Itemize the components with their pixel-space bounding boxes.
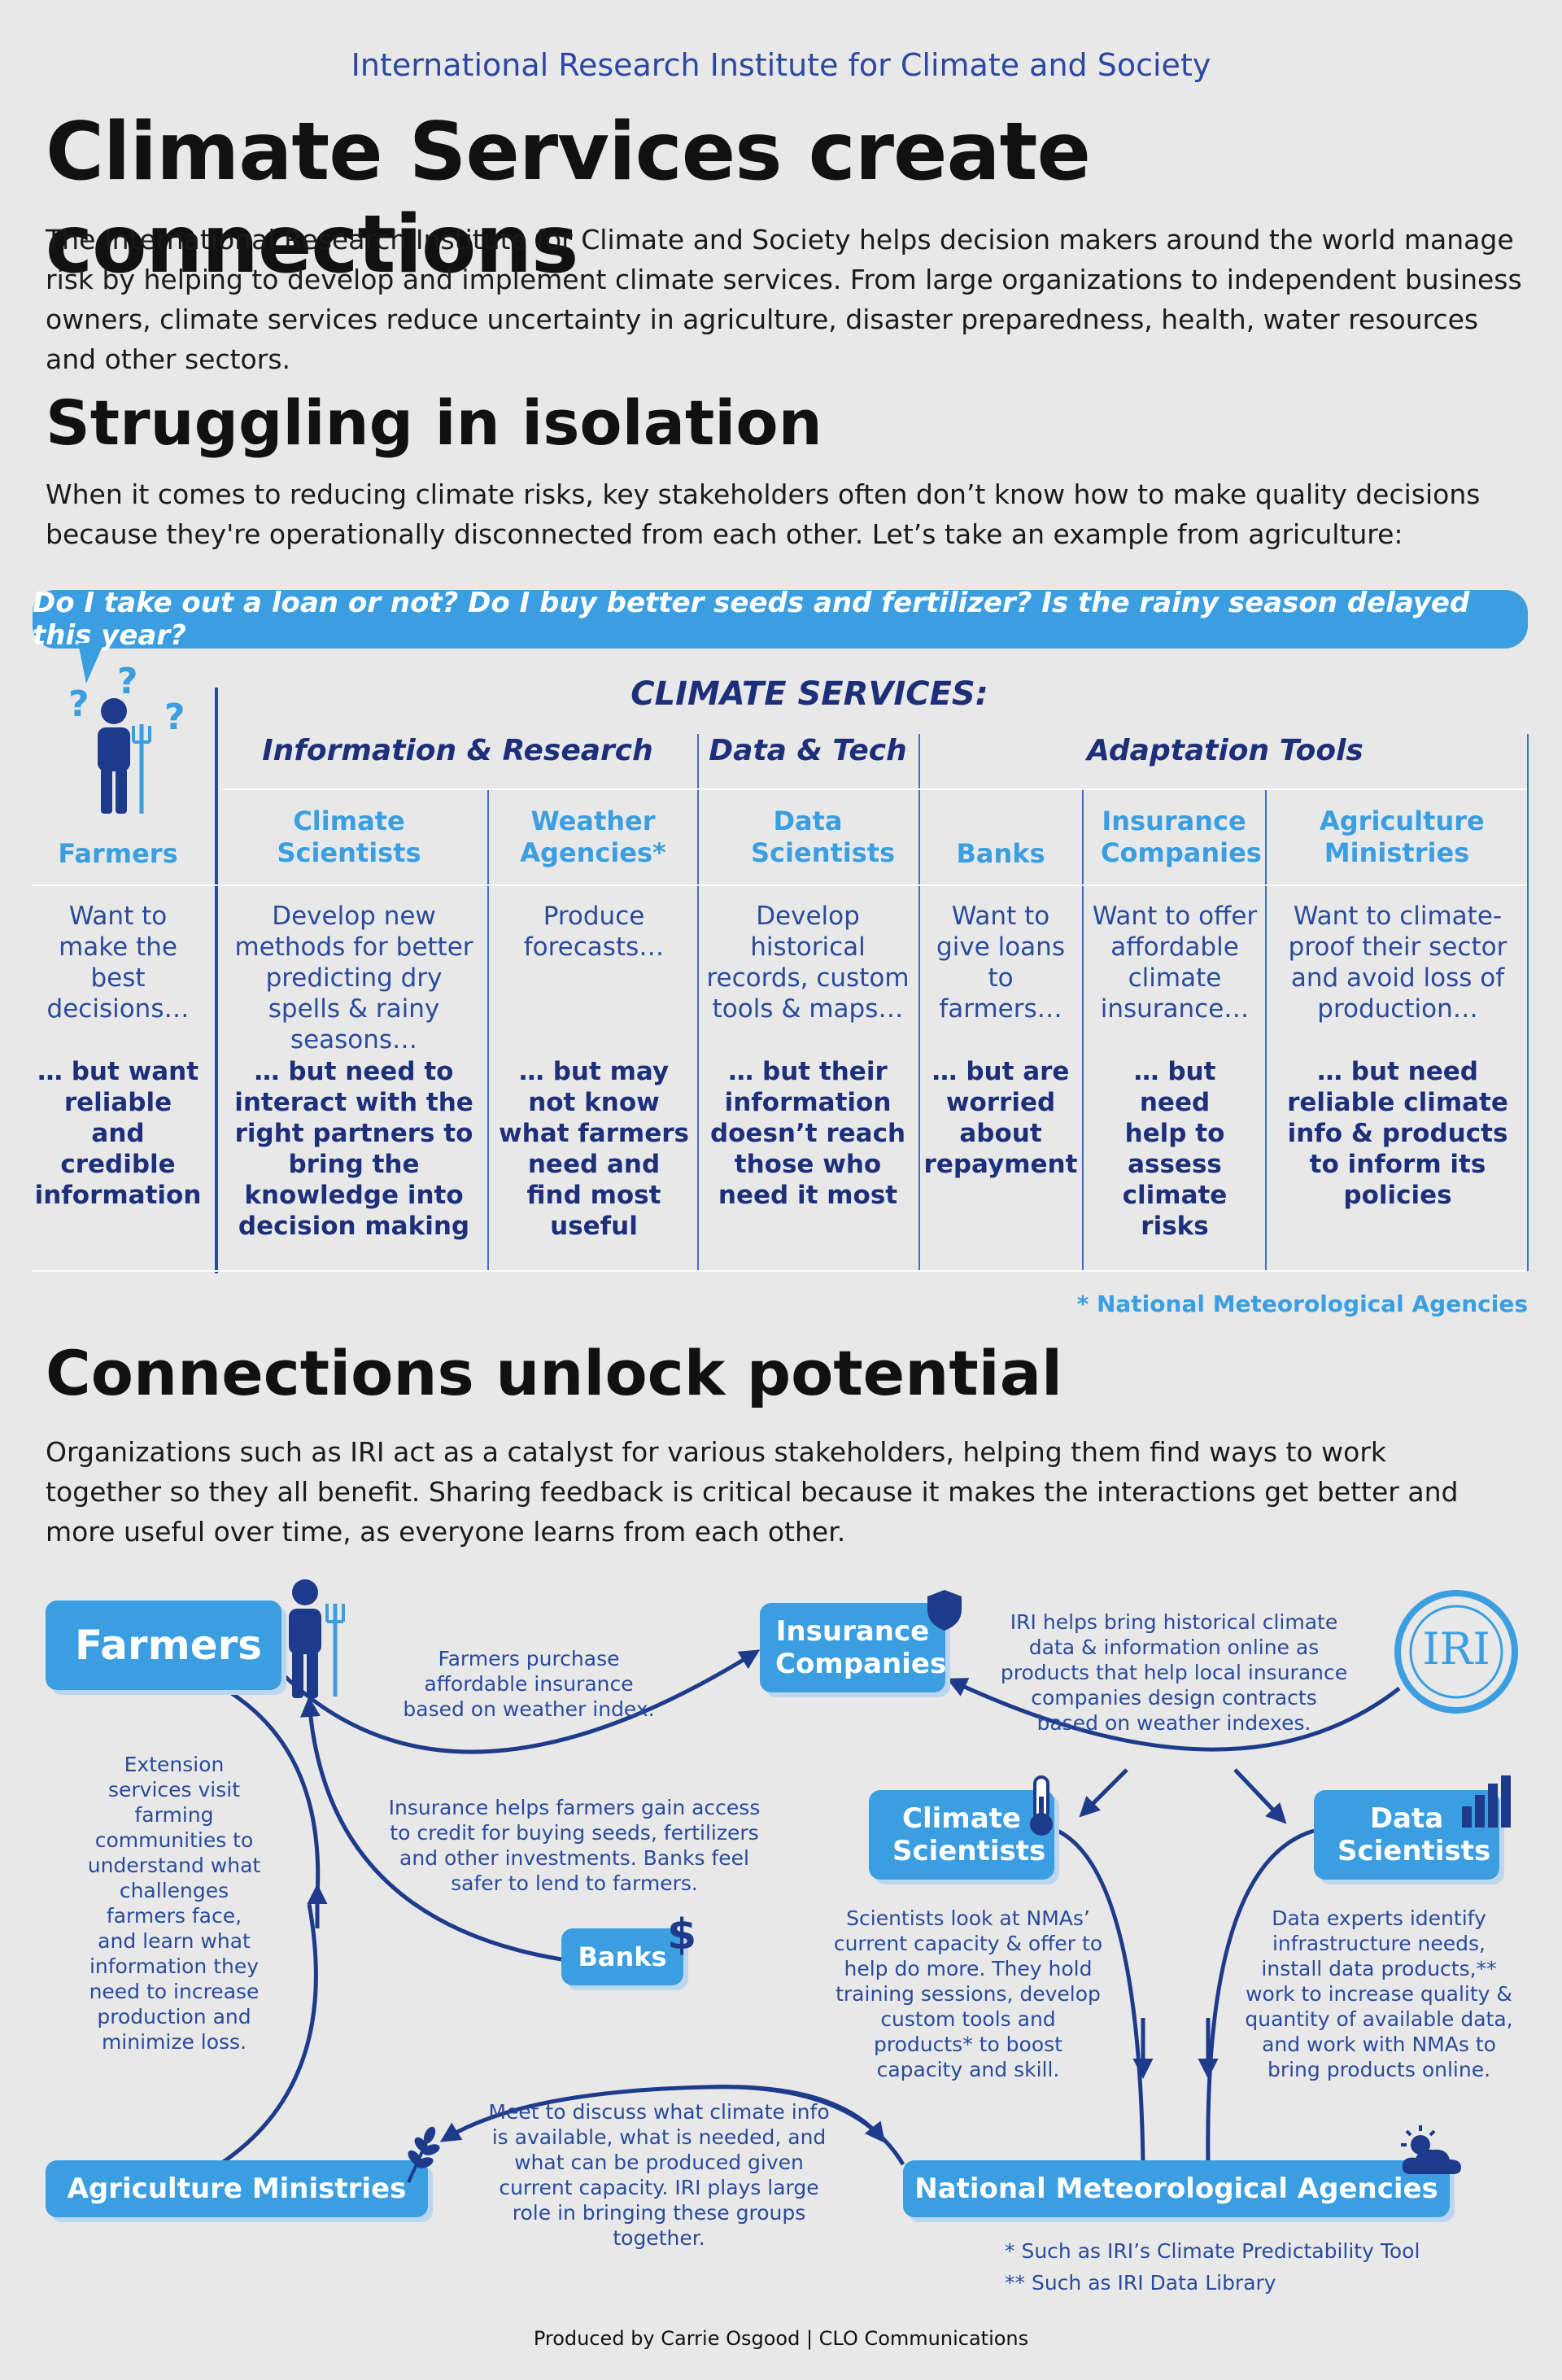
col-head-ag-ministries-label: Agriculture Ministries [1320,806,1485,868]
ag-ministries-want: Want to climate-proof their sector and a… [1288,902,1507,1024]
credit-line: Produced by Carrie Osgood | CLO Communic… [533,2327,1029,2350]
svg-text:?: ? [117,661,138,702]
node-nmas: National Meteorological Agencies [903,2160,1450,2217]
category-adaptation-tools: Adaptation Tools [1087,734,1363,767]
note-insurance-banks: Insurance helps farmers gain access to c… [388,1796,761,1895]
note-iri-insurance: IRI helps bring historical climate data … [1000,1610,1348,1735]
node-banks-label: Banks [578,1941,667,1972]
col-head-banks: Banks [956,838,1045,869]
note-meet: Meet to discuss what climate info is ava… [488,2100,830,2250]
intro-paragraph: The International Research Institute for… [46,224,1522,375]
note-data-nmas: Data experts identify infrastructure nee… [1245,1906,1513,2081]
question-bubble: Do I take out a loan or not? Do I buy be… [33,587,1528,652]
note-scientists-nmas: Scientists look at NMAs’ current capacit… [833,1906,1103,2081]
connections-paragraph: Organizations such as IRI act as a catal… [46,1436,1459,1548]
isolation-paragraph: When it comes to reducing climate risks,… [46,478,1481,550]
iri-logo-icon [1394,1590,1518,1714]
farmers-want: Want to make the best decisions… [46,902,190,1024]
category-information-research: Information & Research [262,734,653,767]
node-banks: Banks [561,1928,683,1985]
thermometer-icon [1030,1775,1053,1836]
col-head-climate-scientists-label: Climate Scientists [277,806,421,868]
node-insurance: Insurance Companies [760,1603,947,1692]
category-data-tech: Data & Tech [709,734,907,767]
head-rule [33,884,1527,886]
wheat-icon [407,2126,440,2183]
connections-heading: Connections unlock potential [46,1337,1063,1409]
footnote-cpt: * Such as IRI’s Climate Predictability T… [1005,2239,1420,2263]
col-head-farmers: Farmers [58,838,178,869]
farmer-icon [289,1579,345,1698]
node-data-scientists: Data Scientists [1314,1790,1499,1880]
col-head-ag-ministries: Agriculture Ministries [1269,806,1525,869]
divider-ministries [1265,789,1267,1271]
bottom-rule [33,1270,1527,1272]
iri-logo-text: IRI [1422,1623,1490,1675]
question-text: Do I take out a loan or not? Do I buy be… [33,587,1470,652]
divider-weather [487,789,489,1271]
footnote-data-library: ** Such as IRI Data Library [1005,2271,1276,2295]
isolation-heading: Struggling in isolation [46,386,822,459]
col-head-weather-agencies-label: Weather Agencies* [520,806,666,868]
climate-services-label: CLIMATE SERVICES: [630,675,988,713]
shield-icon [927,1590,962,1631]
svg-text:?: ? [164,697,185,738]
banks-want: Want to give loans to farmers… [936,902,1065,1024]
divider-right [1527,734,1529,1271]
col-head-data-scientists: Data Scientists [701,806,914,869]
organization-name: International Research Institute for Cli… [351,47,1211,83]
node-ag-ministries: Agriculture Ministries [46,2160,428,2217]
node-farmers: Farmers [46,1600,281,1690]
dollar-icon: $ [667,1911,697,1959]
data-scientists-but: … but their information doesn’t reach th… [709,1057,906,1210]
farmers-but: … but want reliable and credible informa… [34,1057,202,1210]
col-head-weather-agencies: Weather Agencies* [491,806,695,869]
weather-agencies-want: Produce forecasts… [523,902,665,962]
node-ag-ministries-label: Agriculture Ministries [67,2173,407,2205]
divider-data-tech [697,734,699,1271]
sun-cloud-icon [1401,2125,1461,2174]
col-head-insurance: Insurance Companies [1086,806,1262,869]
insurance-but: … but need help to assess climate risks [1122,1057,1228,1241]
col-head-climate-scientists: Climate Scientists [223,806,475,869]
ag-ministries-but: … but need reliable climate info & produ… [1287,1057,1508,1210]
data-scientists-want: Develop historical records, custom tools… [706,902,910,1024]
bubble-tail [78,643,104,683]
climate-scientists-want: Develop new methods for better predictin… [234,902,473,1055]
nma-footnote: * National Meteorological Agencies [1076,1290,1528,1317]
divider-farmers [215,688,218,1273]
note-extension: Extension services visit farming communi… [87,1753,261,2054]
col-head-insurance-label: Insurance Companies [1101,806,1262,868]
note-farmers-insurance: Farmers purchase affordable insurance ba… [403,1647,655,1721]
insurance-want: Want to offer affordable climate insuran… [1092,902,1258,1024]
divider-insurance [1082,789,1084,1271]
divider-adaptation [918,734,920,1271]
node-nmas-label: National Meteorological Agencies [914,2173,1438,2205]
node-farmers-label: Farmers [75,1622,263,1669]
page-title: Climate Services create connections [46,106,1091,291]
climate-scientists-but: … but need to interact with the right pa… [234,1057,473,1241]
node-insurance-label: Insurance Companies [775,1615,947,1680]
banks-but: … but are worried about repayment [923,1057,1078,1179]
node-climate-scientists-label: Climate Scientists [892,1802,1046,1867]
bar-chart-icon [1462,1775,1511,1828]
svg-text:?: ? [68,683,89,725]
header-rule [223,788,1527,790]
confused-farmer-icon: ? ? ? [68,661,185,814]
weather-agencies-but: … but may not know what farmers need and… [499,1057,689,1241]
node-data-scientists-label: Data Scientists [1337,1802,1491,1867]
node-climate-scientists: Climate Scientists [869,1790,1054,1880]
